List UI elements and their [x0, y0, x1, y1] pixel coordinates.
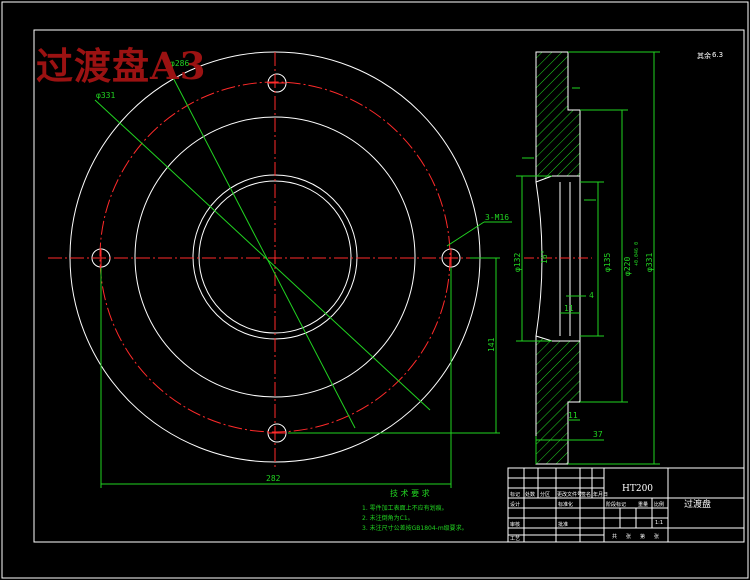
dim-m16: 3-M16: [485, 213, 509, 222]
dim-4: 4: [589, 291, 594, 300]
dim-37: 37: [593, 430, 603, 439]
dim-d331-side: φ331: [645, 253, 654, 272]
tb-row-1: 设计: [510, 501, 520, 508]
front-view-dimensions: [94, 67, 512, 488]
inner-frame: [33, 29, 745, 543]
dim-16deg: 16°: [540, 250, 549, 264]
dim-d331: φ331: [96, 91, 115, 100]
dim-d220-tol: +0.046 0: [634, 242, 640, 266]
tb-right-1: 重量: [638, 501, 648, 508]
title-block-text: HT200 过渡盘 1:1 处数 分区 更改文件号 签名 年月日 标记 设计 审…: [510, 484, 711, 542]
tb-bottom-0: 共: [612, 533, 617, 540]
title-block: [507, 467, 745, 543]
tb-row-0: 标记: [510, 491, 520, 498]
tech-item-2: 2. 未注倒角为C1。: [362, 514, 414, 522]
roughness-symbols: 其余 6.3: [697, 51, 723, 60]
section-lower-hatch: [535, 335, 581, 465]
tb-col-4: 年月日: [593, 491, 608, 498]
tb-right-0: 阶段标记: [606, 501, 626, 508]
tb-bottom-3: 张: [654, 533, 659, 540]
roughness-general-value: 6.3: [712, 51, 723, 59]
section-view-dimensions: [516, 51, 660, 465]
tb-row-3: 工艺: [510, 536, 520, 542]
tech-heading: 技 术 要 求: [390, 488, 430, 498]
tb-part-name: 过渡盘: [684, 498, 711, 510]
tb-col-1: 分区: [540, 491, 550, 498]
tb-col-0: 处数: [525, 491, 535, 498]
dim-d132: φ132: [513, 253, 522, 272]
tech-requirements: 技 术 要 求 1. 零件加工表面上不应有划痕。 2. 未注倒角为C1。 3. …: [362, 488, 468, 532]
section-upper-hatch: [535, 51, 581, 183]
dim-d220: φ220: [623, 257, 632, 276]
dim-d286: φ286: [170, 59, 189, 68]
dim-m16-leader: [446, 221, 485, 247]
tb-bottom-1: 张: [626, 533, 631, 540]
front-view-dim-text: φ286 φ331 3-M16 141 282: [96, 59, 509, 483]
tb-scale: 1:1: [655, 520, 663, 526]
tech-item-3: 3. 未注尺寸公差按GB1804-m级要求。: [362, 524, 468, 532]
taper-bore-line: [535, 181, 543, 337]
tb-right-2: 比例: [654, 501, 664, 508]
front-view-centerlines: [48, 52, 500, 468]
dim-d135: φ135: [603, 253, 612, 272]
circle-d260: [134, 116, 416, 398]
dim-d331-leader: [94, 99, 431, 411]
tb-mid-1: 批准: [558, 521, 568, 528]
dim-11-top: 11: [564, 304, 574, 313]
section-view-dim-text: φ132 16° φ135 φ220 +0.046 0 φ331 4 11 11…: [513, 242, 654, 439]
roughness-general-label: 其余: [697, 51, 711, 60]
section-view: [524, 51, 592, 465]
drawing-title: 过渡盘A3: [36, 44, 207, 88]
tb-material: HT200: [622, 484, 653, 494]
tb-mid-0: 标准化: [558, 501, 573, 508]
title-block-border: [507, 467, 745, 543]
dim-141: 141: [487, 337, 496, 352]
dim-d286-leader: [167, 67, 356, 429]
tech-item-1: 1. 零件加工表面上不应有划痕。: [362, 504, 448, 512]
tb-col-3: 签名: [581, 491, 591, 498]
dim-11-bottom: 11: [568, 411, 578, 420]
dim-282: 282: [266, 474, 281, 483]
tb-row-2: 审核: [510, 521, 520, 528]
tb-col-2: 更改文件号: [557, 491, 582, 498]
tb-bottom-2: 第: [640, 533, 645, 540]
